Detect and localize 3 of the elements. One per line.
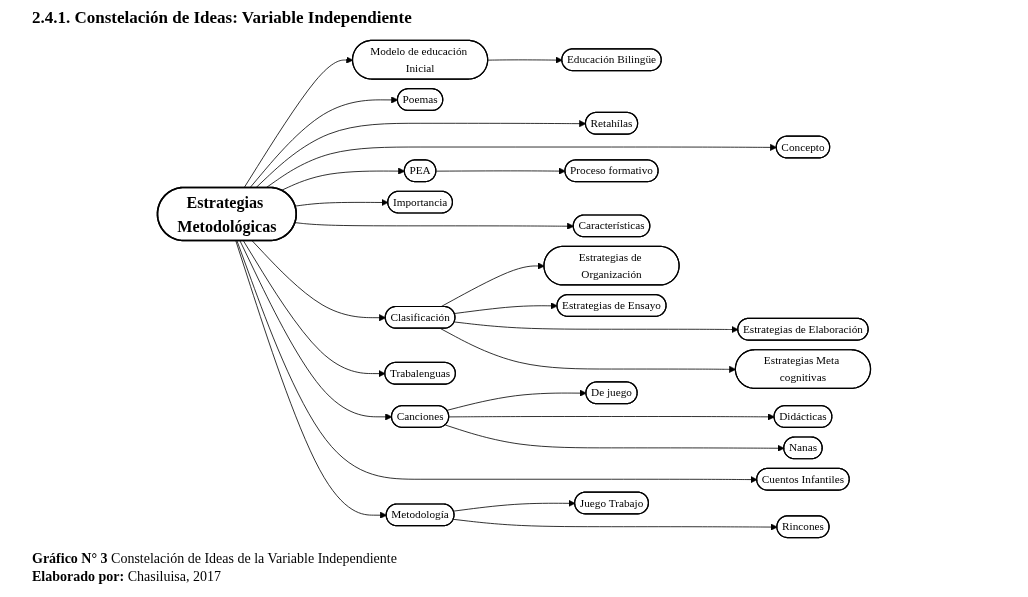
diagram-title: 2.4.1. Constelación de Ideas: Variable Independiente bbox=[32, 8, 412, 28]
figure-caption: Gráfico N° 3 Constelación de Ideas de la Variable Independiente bbox=[32, 550, 397, 568]
credit-note: Elaborado por: Chasiluisa, 2017 bbox=[32, 568, 223, 586]
